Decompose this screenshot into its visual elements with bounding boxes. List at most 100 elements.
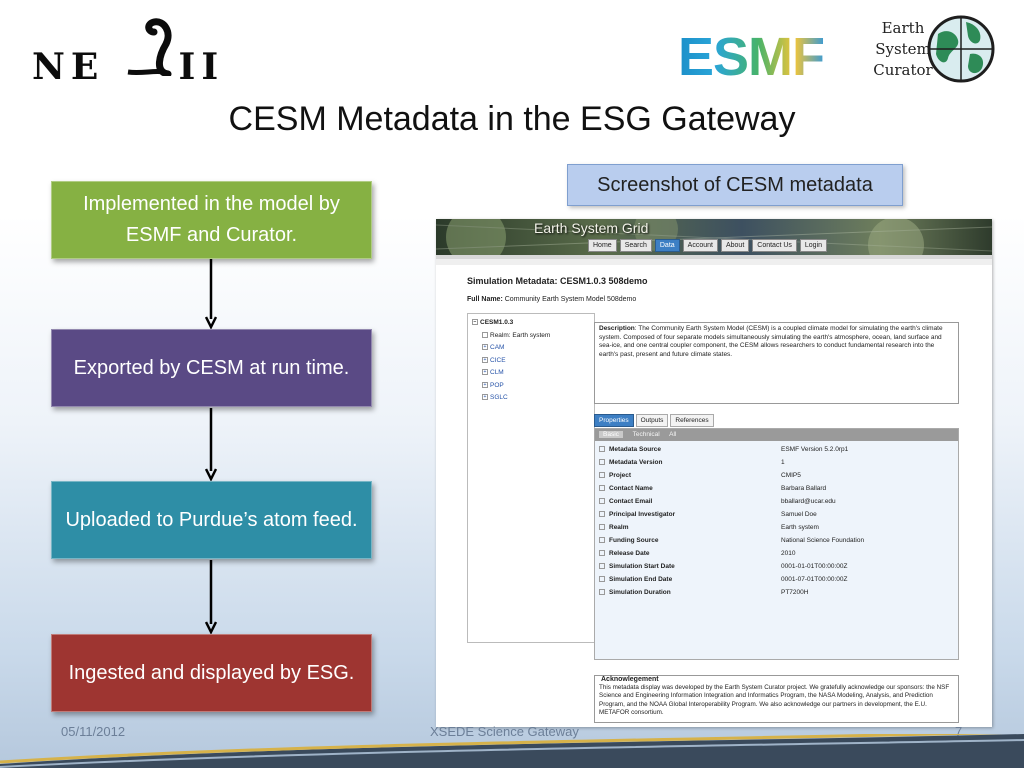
- nav-login[interactable]: Login: [799, 239, 828, 252]
- expand-icon[interactable]: [599, 563, 605, 570]
- expand-icon[interactable]: +: [482, 369, 488, 376]
- curator-wordmark: Earth System Curator: [873, 19, 933, 79]
- expand-icon[interactable]: [599, 589, 605, 596]
- component-tree: −CESM1.0.3 Realm: Earth system +CAM +CIC…: [467, 313, 595, 643]
- expand-icon[interactable]: [599, 472, 605, 479]
- tree-item-cam[interactable]: +CAM: [482, 344, 505, 351]
- nesii-swirl-icon: [127, 18, 172, 76]
- expand-icon[interactable]: [599, 511, 605, 518]
- footer-date: 05/11/2012: [61, 724, 126, 739]
- property-key: Release Date: [595, 547, 781, 560]
- nav-data[interactable]: Data: [654, 239, 680, 252]
- arrow-down-icon: [205, 259, 217, 329]
- expand-icon[interactable]: [599, 446, 605, 453]
- description-box: Description: The Community Earth System …: [594, 322, 959, 404]
- expand-icon[interactable]: +: [482, 344, 488, 351]
- property-key: Contact Name: [595, 482, 781, 495]
- tab-properties[interactable]: Properties: [594, 414, 634, 427]
- curator-logo: Earth System Curator: [862, 12, 998, 86]
- globe-icon: [927, 15, 995, 83]
- divider: [436, 259, 992, 265]
- nav-contact[interactable]: Contact Us: [752, 239, 797, 252]
- property-key: Metadata Version: [595, 456, 781, 469]
- property-key: Project: [595, 469, 781, 482]
- subtab-technical[interactable]: Technical: [632, 431, 660, 438]
- tree-item-pop[interactable]: +POP: [482, 381, 504, 389]
- subtab-basic[interactable]: Basic: [599, 431, 623, 438]
- property-key: Simulation Duration: [595, 586, 781, 599]
- expand-icon[interactable]: [599, 524, 605, 531]
- acknowledgement-text: This metadata display was developed by t…: [599, 684, 950, 716]
- slide-title: CESM Metadata in the ESG Gateway: [228, 100, 796, 138]
- footer-title: XSEDE Science Gateway: [430, 724, 579, 739]
- nav-about[interactable]: About: [720, 239, 750, 252]
- esmf-logo: ESMF: [678, 27, 864, 87]
- flow-step-exported: Exported by CESM at run time.: [51, 329, 372, 407]
- tree-item-clm[interactable]: +CLM: [482, 369, 504, 376]
- tree-realm: Realm: Earth system: [472, 330, 590, 343]
- nav-account[interactable]: Account: [682, 239, 718, 252]
- property-value: ESMF Version 5.2.0rp1: [781, 446, 849, 453]
- collapse-icon[interactable]: −: [472, 319, 478, 326]
- arrow-down-icon: [205, 408, 217, 481]
- tab-outputs[interactable]: Outputs: [635, 414, 669, 427]
- expand-icon[interactable]: +: [482, 356, 488, 363]
- metadata-tabs: Properties Outputs References: [594, 414, 714, 427]
- property-value: CMIP5: [781, 472, 801, 479]
- flow-step-ingested: Ingested and displayed by ESG.: [51, 634, 372, 712]
- property-value: 0001-01-01T00:00:00Z: [781, 563, 848, 570]
- description-text: : The Community Earth System Model (CESM…: [599, 325, 943, 358]
- tree-root[interactable]: −CESM1.0.3: [472, 319, 514, 326]
- acknowledgement-box: Acknowlegement This metadata display was…: [594, 675, 959, 723]
- expand-icon[interactable]: [599, 537, 605, 544]
- nesii-wordmark: NE II: [32, 46, 225, 88]
- expand-icon[interactable]: [599, 576, 605, 583]
- tree-item-cice[interactable]: +CICE: [482, 356, 506, 364]
- expand-icon[interactable]: [599, 498, 605, 505]
- esmf-wordmark: ESMF: [678, 27, 825, 87]
- property-value: 1: [781, 459, 785, 466]
- subtab-all[interactable]: All: [669, 431, 677, 438]
- expand-icon[interactable]: [599, 459, 605, 466]
- tab-references[interactable]: References: [670, 414, 714, 427]
- property-value: National Science Foundation: [781, 537, 865, 544]
- page-number: 7: [955, 724, 963, 739]
- flow-step-implemented: Implemented in the model by ESMF and Cur…: [51, 181, 372, 259]
- sim-page-title: Simulation Metadata: CESM1.0.3 508demo: [467, 276, 648, 286]
- leaf-icon: [482, 331, 488, 338]
- expand-icon[interactable]: +: [482, 394, 488, 401]
- property-value: Earth system: [781, 524, 819, 531]
- acknowledgement-title: Acknowlegement: [599, 676, 661, 685]
- divider: [436, 255, 992, 259]
- expand-icon[interactable]: [599, 485, 605, 492]
- property-key: Realm: [595, 521, 781, 534]
- property-value: PT7200H: [781, 589, 809, 596]
- property-key: Principal Investigator: [595, 508, 781, 521]
- tree-item-sglc[interactable]: +SGLC: [482, 394, 508, 401]
- nav-home[interactable]: Home: [588, 239, 617, 252]
- expand-icon[interactable]: +: [482, 381, 488, 388]
- full-name-value: Community Earth System Model 508demo: [504, 296, 637, 303]
- property-value: bballard@ucar.edu: [781, 498, 836, 505]
- property-value: Samuel Doe: [781, 511, 817, 518]
- expand-icon[interactable]: [599, 550, 605, 557]
- properties-subtabs: Basic Technical All: [595, 429, 958, 441]
- property-value: 0001-07-01T00:00:00Z: [781, 576, 848, 583]
- sim-full-name: Full Name: Community Earth System Model …: [467, 296, 636, 303]
- description-label: Description: [599, 325, 635, 332]
- nav-search[interactable]: Search: [619, 239, 652, 252]
- esg-screenshot: Earth System Grid Home Search Data Accou…: [436, 219, 992, 727]
- nesii-logo: NE II: [32, 12, 232, 88]
